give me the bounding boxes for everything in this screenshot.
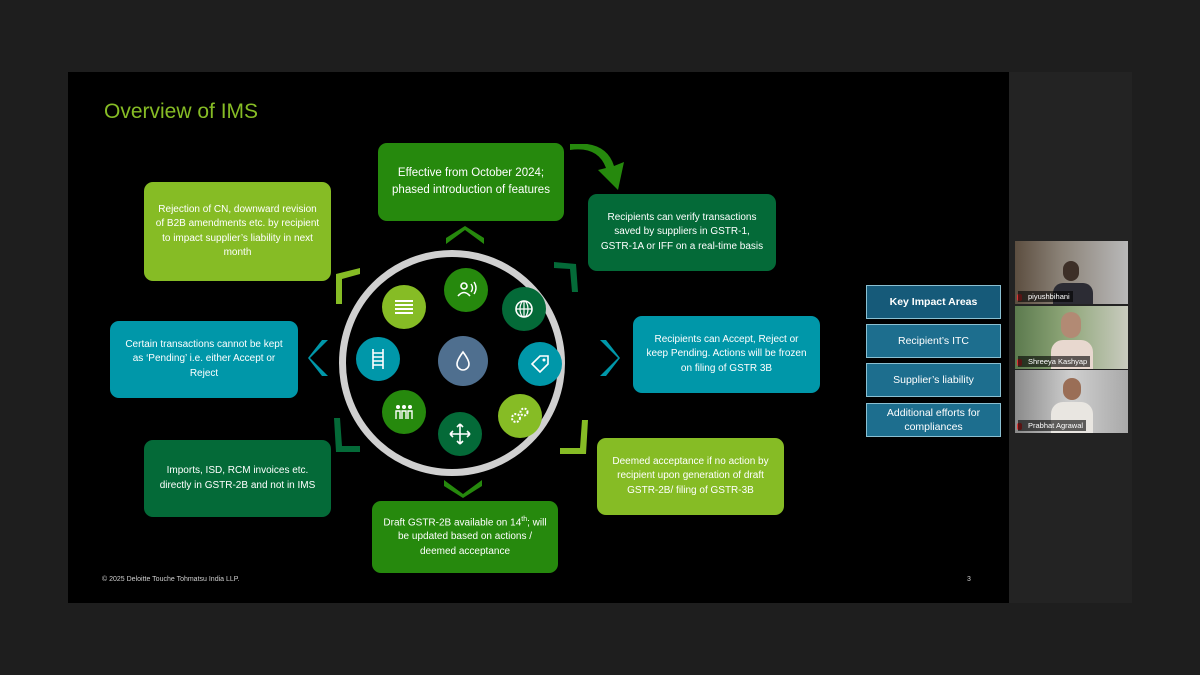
participant-name: Shreeya Kashyap (1018, 356, 1091, 367)
globe-icon (502, 287, 546, 331)
ladder-icon (356, 337, 400, 381)
chevron-right (600, 340, 620, 376)
box-pending-restriction: Certain transactions cannot be kept as ‘… (110, 321, 298, 398)
chevron-left (308, 340, 328, 376)
box-accept-reject: Recipients can Accept, Reject or keep Pe… (633, 316, 820, 393)
avatar (1061, 312, 1081, 338)
slide-footer: © 2025 Deloitte Touche Tohmatsu India LL… (102, 576, 240, 583)
move-arrows-icon (438, 412, 482, 456)
tag-icon (518, 342, 562, 386)
key-impact-item: Supplier’s liability (866, 363, 1001, 397)
gears-icon (498, 394, 542, 438)
box-imports-isd: Imports, ISD, RCM invoices etc. directly… (144, 440, 331, 517)
chevron-top-right (554, 262, 578, 292)
chevron-bottom-left (334, 418, 360, 452)
curved-arrow-icon (570, 144, 624, 190)
participant-name: Prabhat Agrawal (1018, 420, 1087, 431)
box-draft-gstr2b: Draft GSTR-2B available on 14th; will be… (372, 501, 558, 573)
chevron-bottom-right (560, 420, 588, 454)
chevron-top-left (336, 268, 360, 304)
document-lines-icon (382, 285, 426, 329)
box-verify-transactions: Recipients can verify transactions saved… (588, 194, 776, 271)
people-icon (382, 390, 426, 434)
key-impact-item: Additional efforts for compliances (866, 403, 1001, 437)
participant-tile[interactable]: piyushbihani (1015, 241, 1128, 304)
participant-tile[interactable]: Shreeya Kashyap (1015, 306, 1128, 369)
page-number: 3 (967, 576, 971, 583)
chevron-bottom (444, 480, 482, 498)
box-rejection-cn: Rejection of CN, downward revision of B2… (144, 182, 331, 281)
chevron-top (446, 226, 484, 244)
avatar (1063, 261, 1079, 281)
box-effective-date: Effective from October 2024; phased intr… (378, 143, 564, 221)
key-impact-item: Recipient’s ITC (866, 324, 1001, 358)
participant-name: piyushbihani (1018, 291, 1073, 302)
drop-icon (438, 336, 488, 386)
participant-tile[interactable]: Prabhat Agrawal (1015, 370, 1128, 433)
box-deemed-acceptance: Deemed acceptance if no action by recipi… (597, 438, 784, 515)
key-impact-heading: Key Impact Areas (866, 285, 1001, 319)
slide: Overview of IMS Effective from October 2… (68, 72, 1009, 603)
slide-title: Overview of IMS (104, 100, 259, 123)
person-signal-icon (444, 268, 488, 312)
avatar (1063, 378, 1081, 400)
